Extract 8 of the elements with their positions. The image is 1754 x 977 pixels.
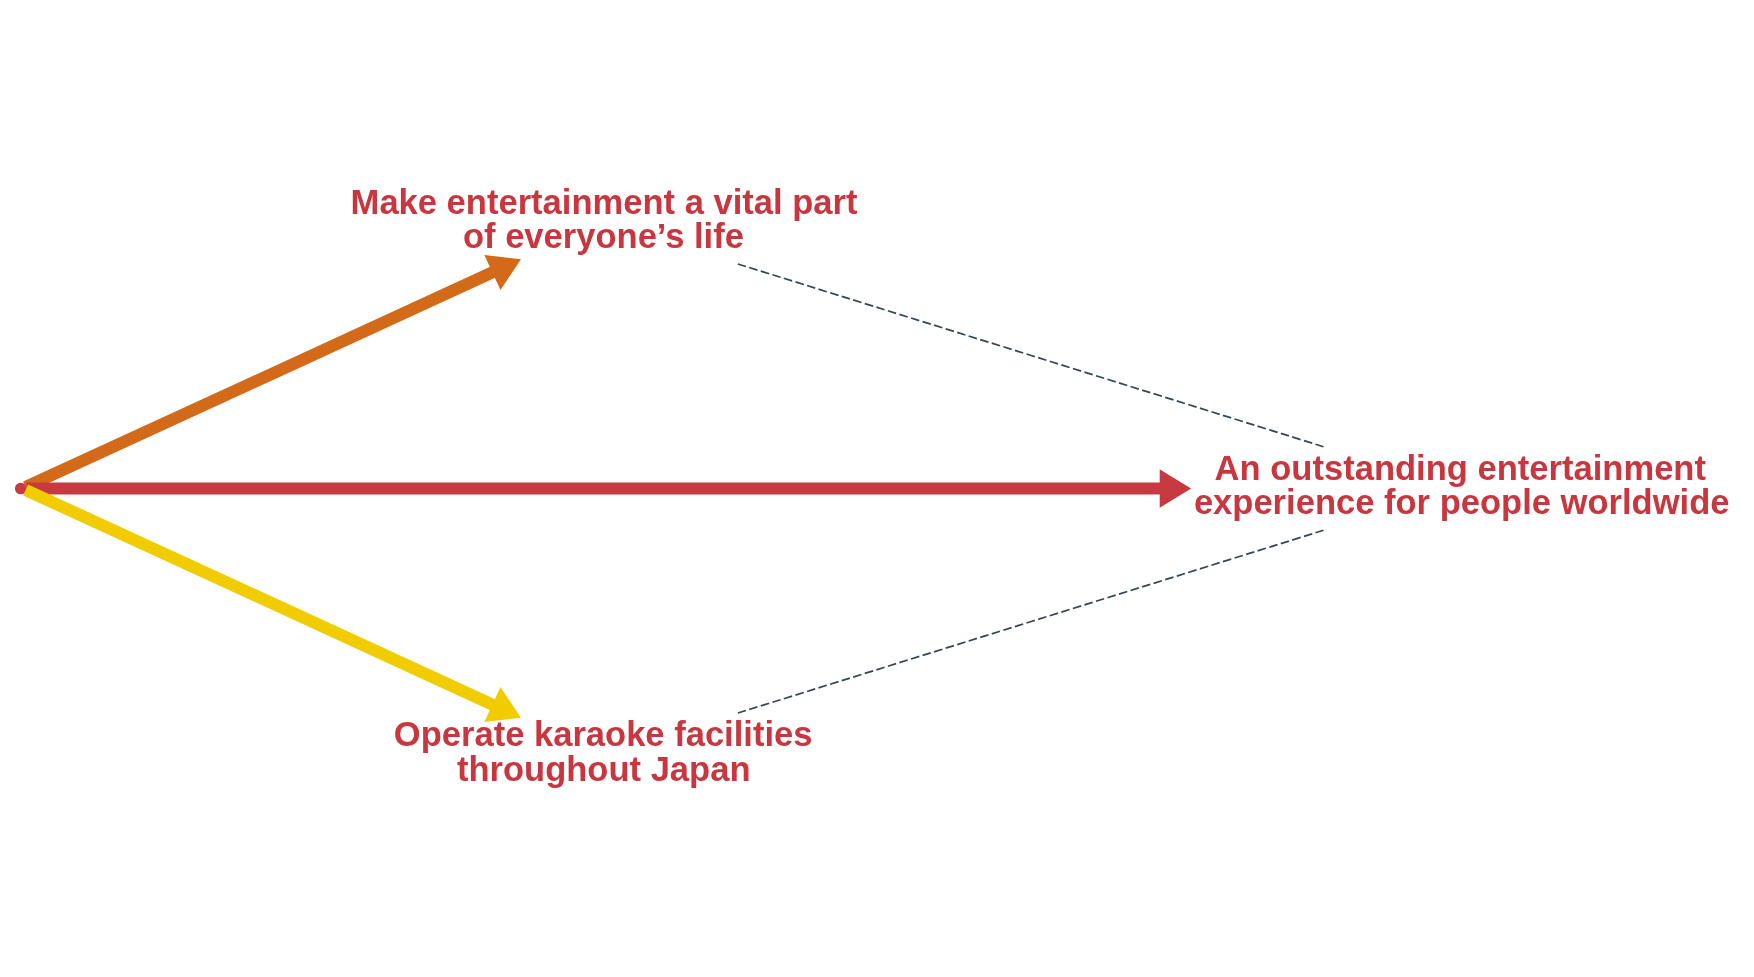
- arrow: [23, 484, 521, 723]
- connector: [737, 529, 1326, 714]
- node-text: Make entertainment a vital part of everyone’s life: [350, 182, 858, 256]
- connector: [737, 263, 1326, 448]
- node-point: [14, 482, 27, 495]
- node-text: Operate karaoke facilities throughout Japan: [393, 714, 813, 788]
- arrow: [26, 469, 1192, 508]
- node-text: An outstanding entertainment experience for people worldwide: [1193, 448, 1730, 522]
